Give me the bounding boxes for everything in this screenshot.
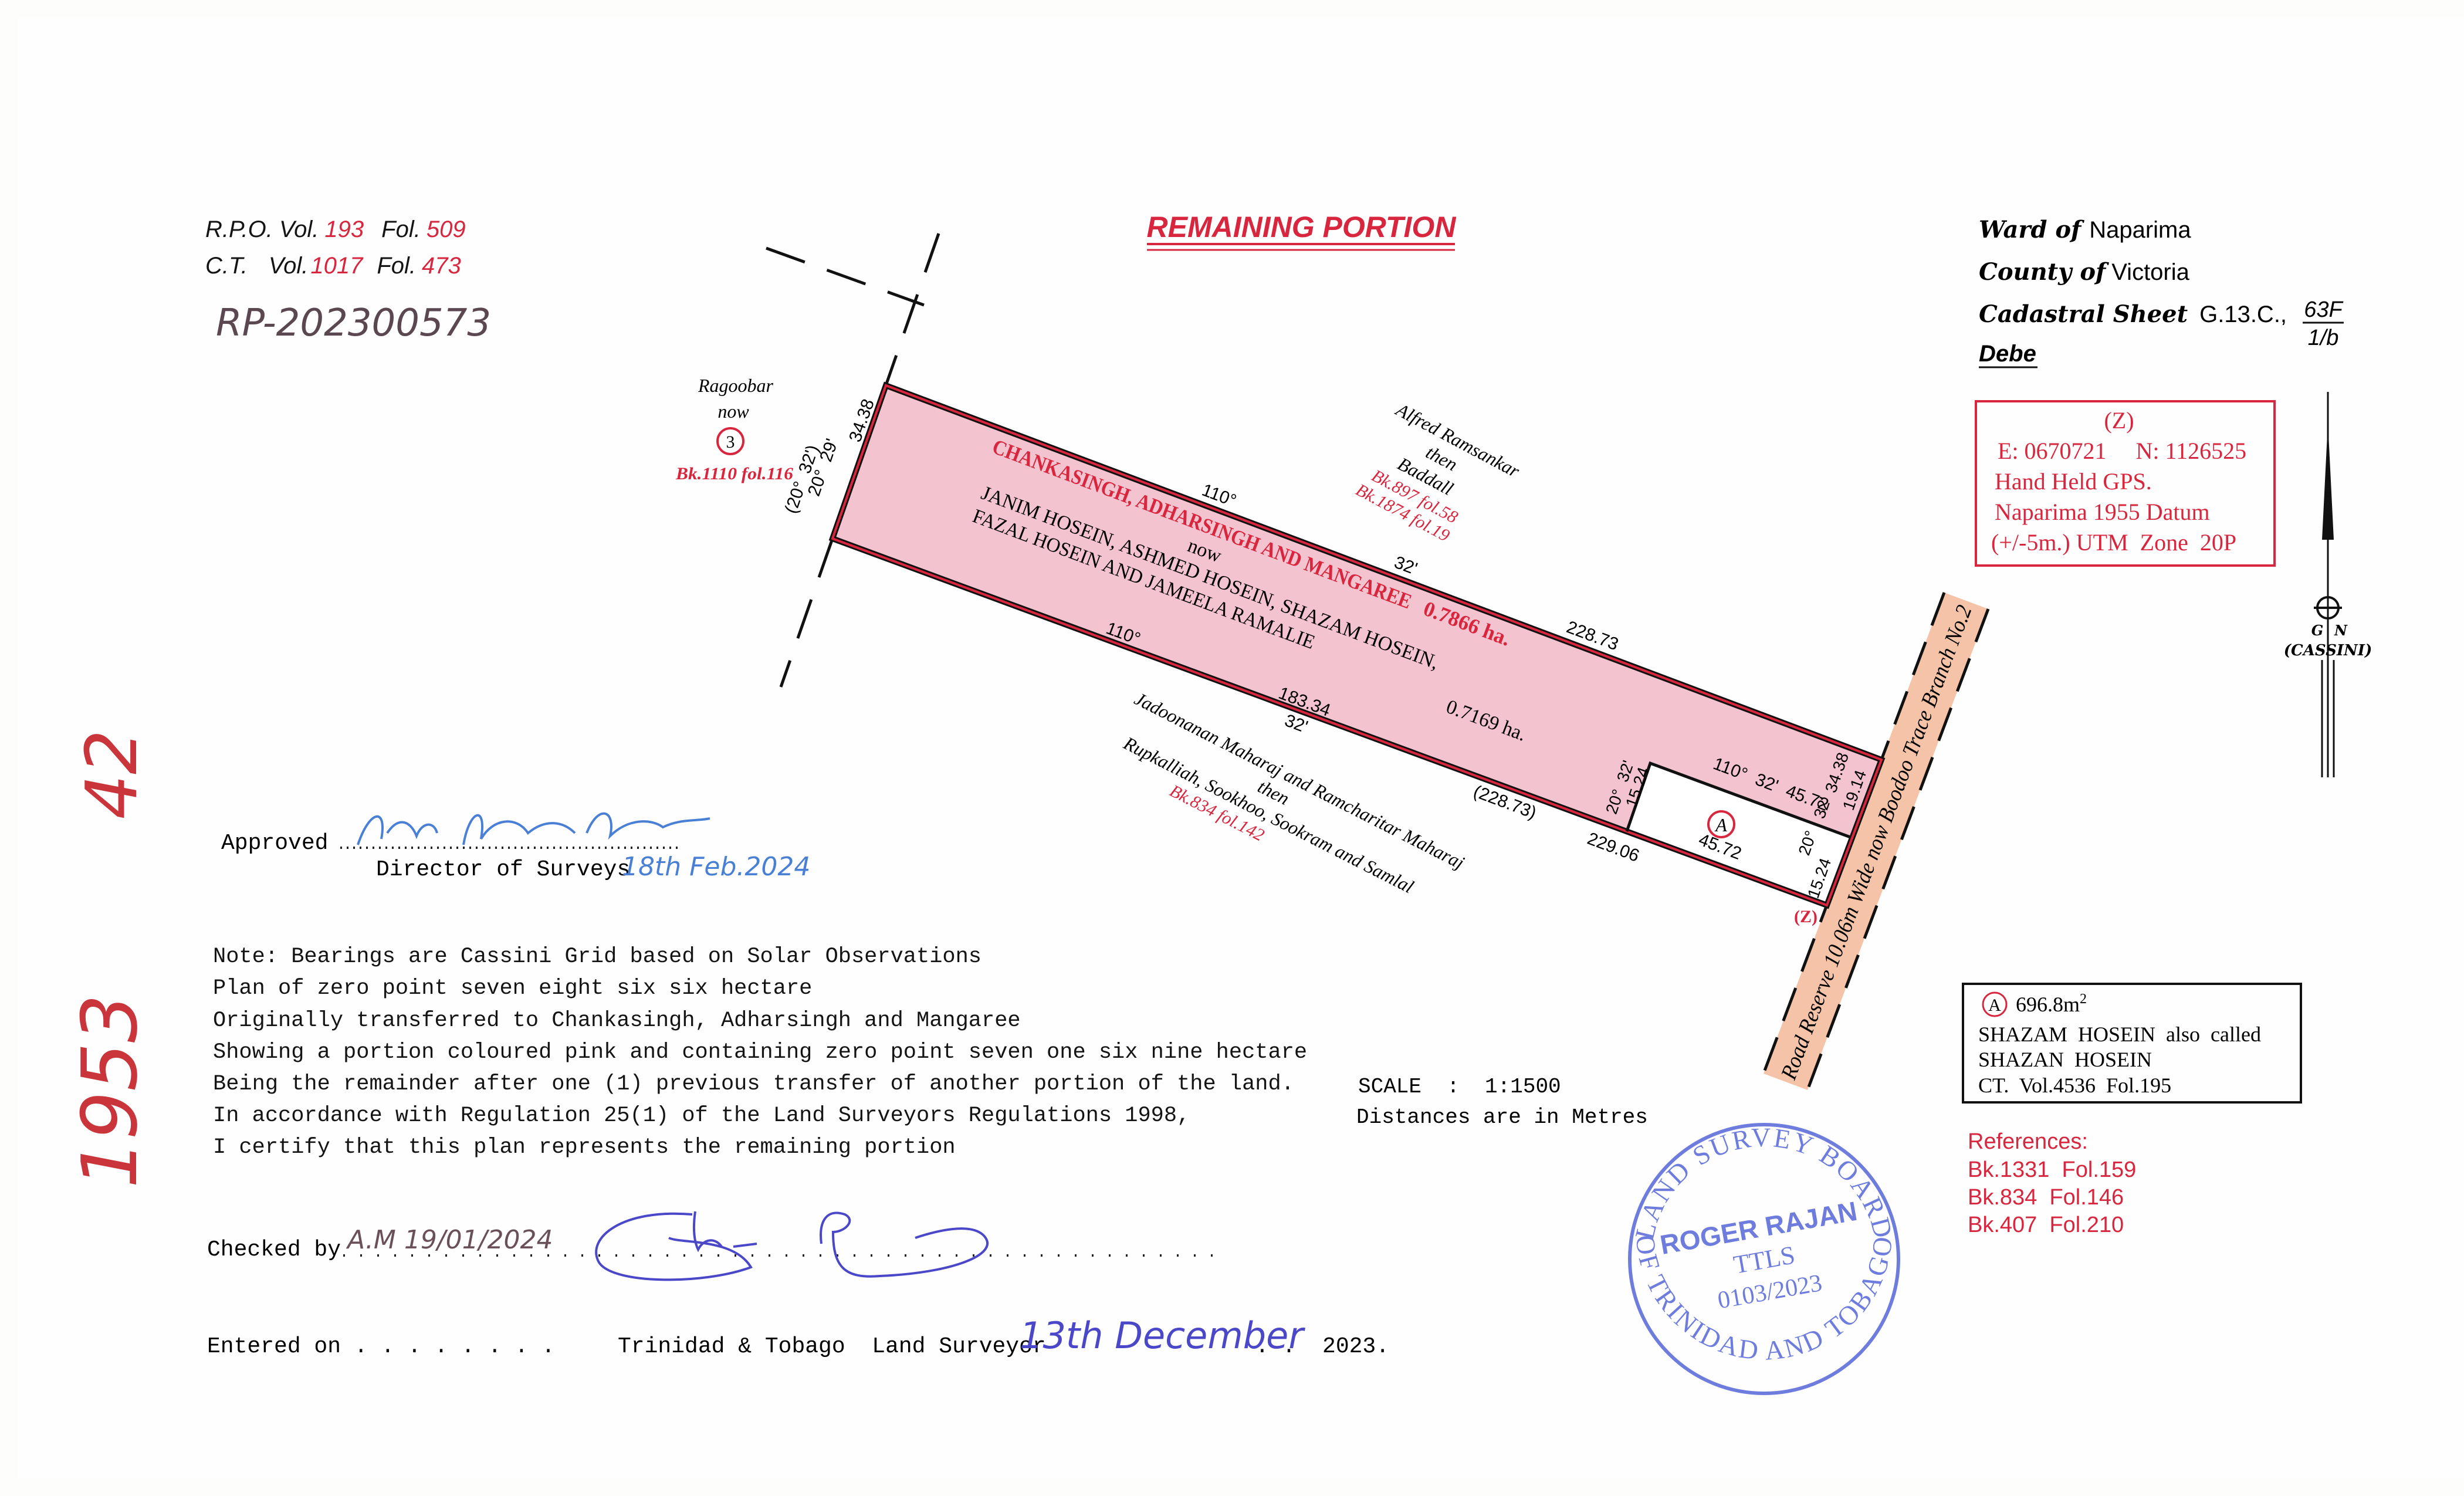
lot-a-fill	[1627, 763, 1850, 905]
surveyor-label: Trinidad & Tobago Land Surveyor	[618, 1334, 1046, 1359]
area-name: Debe	[1979, 341, 2036, 367]
lot-a-box-marker-icon	[1982, 991, 2008, 1017]
distance-units: Distances are in Metres	[1356, 1105, 1648, 1129]
parcel-remaining-portion	[828, 381, 1886, 909]
north-g-label: G	[2311, 622, 2324, 639]
west-neighbour-name: Ragoobar	[698, 375, 774, 396]
parcel-fill	[832, 385, 1881, 905]
note-line: Plan of zero point seven eight six six h…	[213, 976, 812, 1001]
plan-title: REMAINING PORTION	[1147, 211, 1457, 243]
parcel-boundary-inner	[831, 384, 1883, 907]
gps-point-label: (Z)	[2104, 407, 2134, 434]
sheet-denominator: 1/b	[2308, 326, 2339, 350]
survey-year: . . 2023.	[1255, 1334, 1389, 1359]
gps-box-border	[1975, 400, 2276, 567]
lot-a-box-area: 696.8m2	[2016, 991, 2087, 1016]
north-n-label: N	[2334, 622, 2348, 639]
note-line: I certify that this plan represents the …	[213, 1135, 956, 1160]
note-line: Being the remainder after one (1) previo…	[213, 1072, 1294, 1096]
lot-a-box-marker: A	[1988, 996, 2001, 1015]
north-grid-label: (CASSINI)	[2284, 642, 2372, 659]
note-line: Showing a portion coloured pink and cont…	[213, 1040, 1307, 1065]
gps-method: Hand Held GPS.	[1995, 468, 2152, 495]
approved-label: Approved	[221, 831, 328, 856]
lot-a-box-line3: CT. Vol.4536 Fol.195	[1978, 1074, 2171, 1097]
west-neighbour-now: now	[717, 401, 749, 422]
lot-a-boundary	[1625, 761, 1851, 839]
gps-zone: (+/-5m.) UTM Zone 20P	[1991, 529, 2236, 556]
paper	[18, 18, 2464, 1478]
checked-by-value: A.M 19/01/2024	[346, 1225, 553, 1255]
west-neighbour-ref: Bk.1110 fol.116	[675, 464, 793, 483]
surveyor-signature	[595, 1211, 989, 1281]
west-neighbour-marker-icon	[716, 427, 744, 455]
entered-on-label: Entered on . . . . . . . .	[207, 1334, 555, 1359]
note-line: In accordance with Regulation 25(1) of t…	[213, 1104, 1190, 1128]
file-reference-handwritten: RP-202300573	[216, 302, 491, 345]
reference-item: Bk.1331 Fol.159	[1968, 1157, 2136, 1182]
adjacent-boundary-lines	[766, 233, 940, 688]
lot-a-marker-label: A	[1714, 814, 1727, 835]
margin-number-top: 42	[72, 730, 153, 820]
gps-datum: Naparima 1955 Datum	[1995, 499, 2210, 525]
lot-a-info-box: A 696.8m2 SHAZAM HOSEIN also called SHAZ…	[1962, 983, 2302, 1104]
director-role: Director of Surveys	[376, 857, 630, 882]
survey-date: 13th December	[1020, 1314, 1305, 1357]
reference-item: Bk.407 Fol.210	[1968, 1213, 2124, 1237]
lot-a-box-line1: SHAZAM HOSEIN also called	[1978, 1023, 2261, 1046]
gps-box: (Z) E: 0670721 N: 1126525 Hand Held GPS.…	[1975, 400, 2276, 567]
lot-a-box-line2: SHAZAN HOSEIN	[1978, 1048, 2152, 1071]
north-arrow-icon	[2314, 392, 2342, 777]
director-signature	[357, 812, 710, 845]
gps-point-marker: (Z)	[1794, 907, 1817, 926]
note-line: Originally transferred to Chankasingh, A…	[213, 1008, 1021, 1033]
scale-label: SCALE : 1:1500	[1358, 1075, 1561, 1099]
lot-a-marker-icon	[1707, 810, 1735, 838]
margin-number-bottom: 1953	[65, 994, 154, 1189]
sheet-numerator: 63F	[2304, 297, 2343, 322]
note-line: Note: Bearings are Cassini Grid based on…	[213, 945, 981, 969]
lot-a-box-border	[1962, 983, 2302, 1104]
approval-date: 18th Feb.2024	[622, 852, 810, 882]
references-title: References:	[1968, 1129, 2088, 1154]
gps-coordinates: E: 0670721 N: 1126525	[1998, 438, 2246, 464]
checked-by-label: Checked by	[207, 1237, 341, 1263]
road-fill	[1764, 593, 1988, 1090]
reference-item: Bk.834 Fol.146	[1968, 1185, 2124, 1210]
stamp-ring	[1628, 1123, 1900, 1395]
west-neighbour-marker: 3	[726, 432, 735, 452]
notes-block: Note: Bearings are Cassini Grid based on…	[213, 945, 1307, 1160]
